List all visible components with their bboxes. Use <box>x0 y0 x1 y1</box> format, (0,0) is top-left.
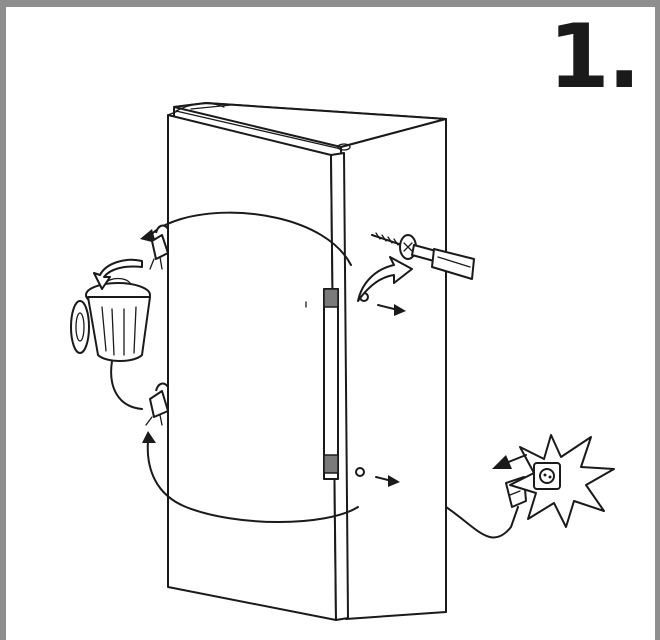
fridge-door <box>167 110 349 621</box>
return-arrow <box>357 256 413 302</box>
fridge-side-panel <box>340 118 447 620</box>
wall-socket-icon <box>509 434 615 528</box>
screwdriver-icon <box>411 244 475 280</box>
trash-bin-icon <box>70 277 151 362</box>
discard-arrows <box>93 258 143 410</box>
unplug-arrow <box>492 454 527 469</box>
hinge-top <box>149 224 169 270</box>
hinge-bottom <box>145 382 169 426</box>
power-cord <box>445 506 519 539</box>
door-handle <box>305 288 339 480</box>
fridge-illustration <box>70 102 615 621</box>
step-number: 1. <box>548 5 641 108</box>
